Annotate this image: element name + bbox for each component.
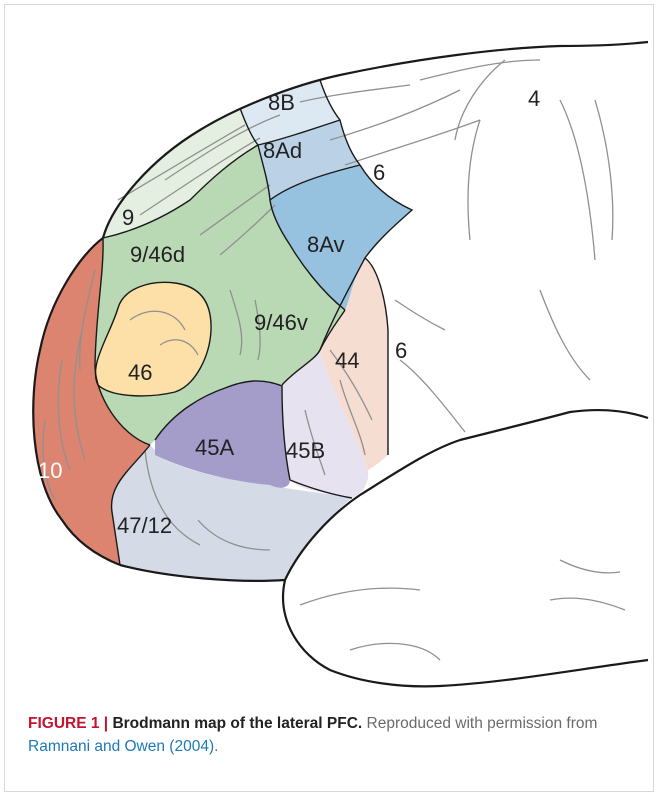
area-46-region [95, 282, 212, 396]
citation-link[interactable]: Ramnani and Owen (2004) [28, 738, 215, 755]
area-10-region [33, 238, 150, 565]
temporal-pole-outline [282, 579, 649, 688]
label-6-upper: 6 [373, 160, 385, 185]
sulci-lines [42, 59, 626, 661]
label-9-46d: 9/46d [130, 242, 185, 267]
label-9: 9 [122, 205, 134, 230]
label-44: 44 [335, 348, 359, 373]
caption-text: Reproduced with permission from [366, 715, 598, 732]
label-9-46v: 9/46v [254, 310, 308, 335]
label-4: 4 [528, 86, 540, 111]
label-45A: 45A [195, 435, 234, 460]
label-45B: 45B [286, 438, 325, 463]
label-8Av: 8Av [307, 232, 345, 257]
figure-number: FIGURE 1 | [28, 715, 109, 732]
area-45A-region [155, 380, 290, 488]
temporal-lobe-outline [119, 408, 649, 582]
area-45B-region [282, 350, 369, 498]
label-6-lower: 6 [395, 338, 407, 363]
area-8Av-region [270, 165, 412, 310]
caption-end: . [214, 738, 219, 755]
area-8B-region [240, 80, 340, 145]
label-10: 10 [38, 458, 62, 483]
label-47-12: 47/12 [117, 513, 172, 538]
brain-outline [32, 40, 649, 567]
area-borders [94, 79, 414, 566]
brodmann-map: 8B 8Ad 6 4 8Av 9 9/46d 9/46v 46 44 6 45A… [32, 40, 649, 688]
label-8B: 8B [268, 90, 295, 115]
figure-frame [4, 4, 654, 792]
area-47-12-region [111, 445, 353, 581]
area-8Ad-region [258, 120, 360, 200]
figure-caption: FIGURE 1 | Brodmann map of the lateral P… [28, 712, 638, 758]
label-46: 46 [128, 360, 152, 385]
figure-title: Brodmann map of the lateral PFC. [112, 715, 363, 732]
label-8Ad: 8Ad [263, 138, 302, 163]
